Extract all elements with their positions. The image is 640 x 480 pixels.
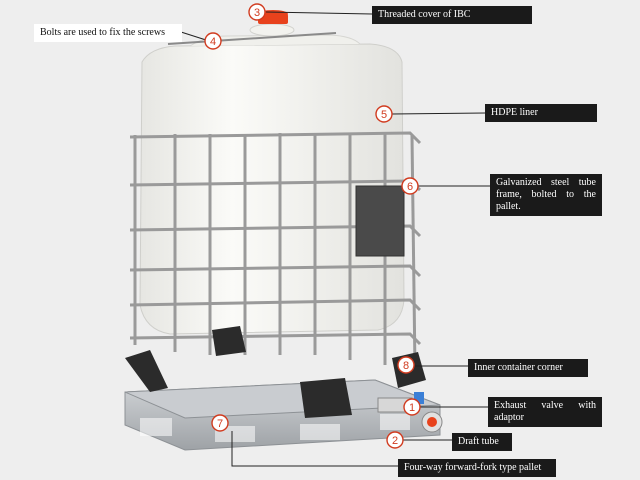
svg-text:1: 1 xyxy=(409,402,415,414)
marker-2: 2 xyxy=(386,431,404,449)
svg-text:3: 3 xyxy=(254,7,260,19)
svg-text:6: 6 xyxy=(407,181,413,193)
pallet xyxy=(124,379,441,451)
label-threaded-cover: Threaded cover of IBC xyxy=(372,6,532,24)
svg-text:2: 2 xyxy=(392,435,398,447)
svg-text:7: 7 xyxy=(217,418,223,430)
marker-7: 7 xyxy=(211,414,229,432)
label-exhaust-valve: Exhaust valve with adaptor xyxy=(488,397,602,427)
svg-text:5: 5 xyxy=(381,109,387,121)
marker-8: 8 xyxy=(397,356,415,374)
label-galvanized-frame: Galvanized steel tube frame, bolted to t… xyxy=(490,174,602,216)
label-draft-tube: Draft tube xyxy=(452,433,512,451)
label-bolts: Bolts are used to fix the screws xyxy=(34,24,182,42)
marker-1: 1 xyxy=(403,398,421,416)
label-pallet: Four-way forward-fork type pallet xyxy=(398,459,556,477)
marker-5: 5 xyxy=(375,105,393,123)
marker-6: 6 xyxy=(401,177,419,195)
hdpe-liner xyxy=(139,23,405,335)
marker-4: 4 xyxy=(204,32,222,50)
inner-container-corners xyxy=(125,326,426,418)
frame-plate xyxy=(355,185,405,257)
marker-3: 3 xyxy=(248,3,266,21)
label-hdpe-liner: HDPE liner xyxy=(485,104,597,122)
svg-text:8: 8 xyxy=(403,360,409,372)
label-inner-corner: Inner container corner xyxy=(468,359,588,377)
leader-lines xyxy=(180,11,490,467)
bolt-rod xyxy=(167,32,337,45)
svg-text:4: 4 xyxy=(210,36,216,48)
